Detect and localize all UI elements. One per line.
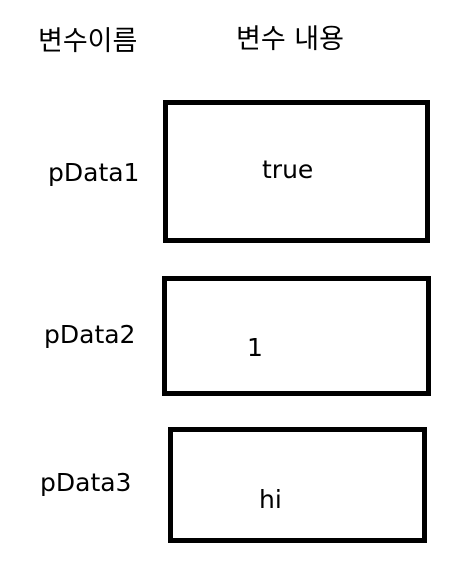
variable-name-1: pData1 <box>48 158 140 187</box>
variable-value-box-1: true <box>163 100 430 243</box>
variable-value-2: 1 <box>247 333 263 362</box>
variable-value-box-3: hi <box>168 427 427 543</box>
variable-name-3: pData3 <box>40 468 132 497</box>
variable-value-1: true <box>262 155 314 184</box>
variable-value-3: hi <box>259 485 282 514</box>
variable-value-box-2: 1 <box>162 276 431 396</box>
variable-name-2: pData2 <box>44 320 136 349</box>
header-variable-content: 변수 내용 <box>236 24 344 55</box>
header-variable-name: 변수이름 <box>38 26 138 57</box>
